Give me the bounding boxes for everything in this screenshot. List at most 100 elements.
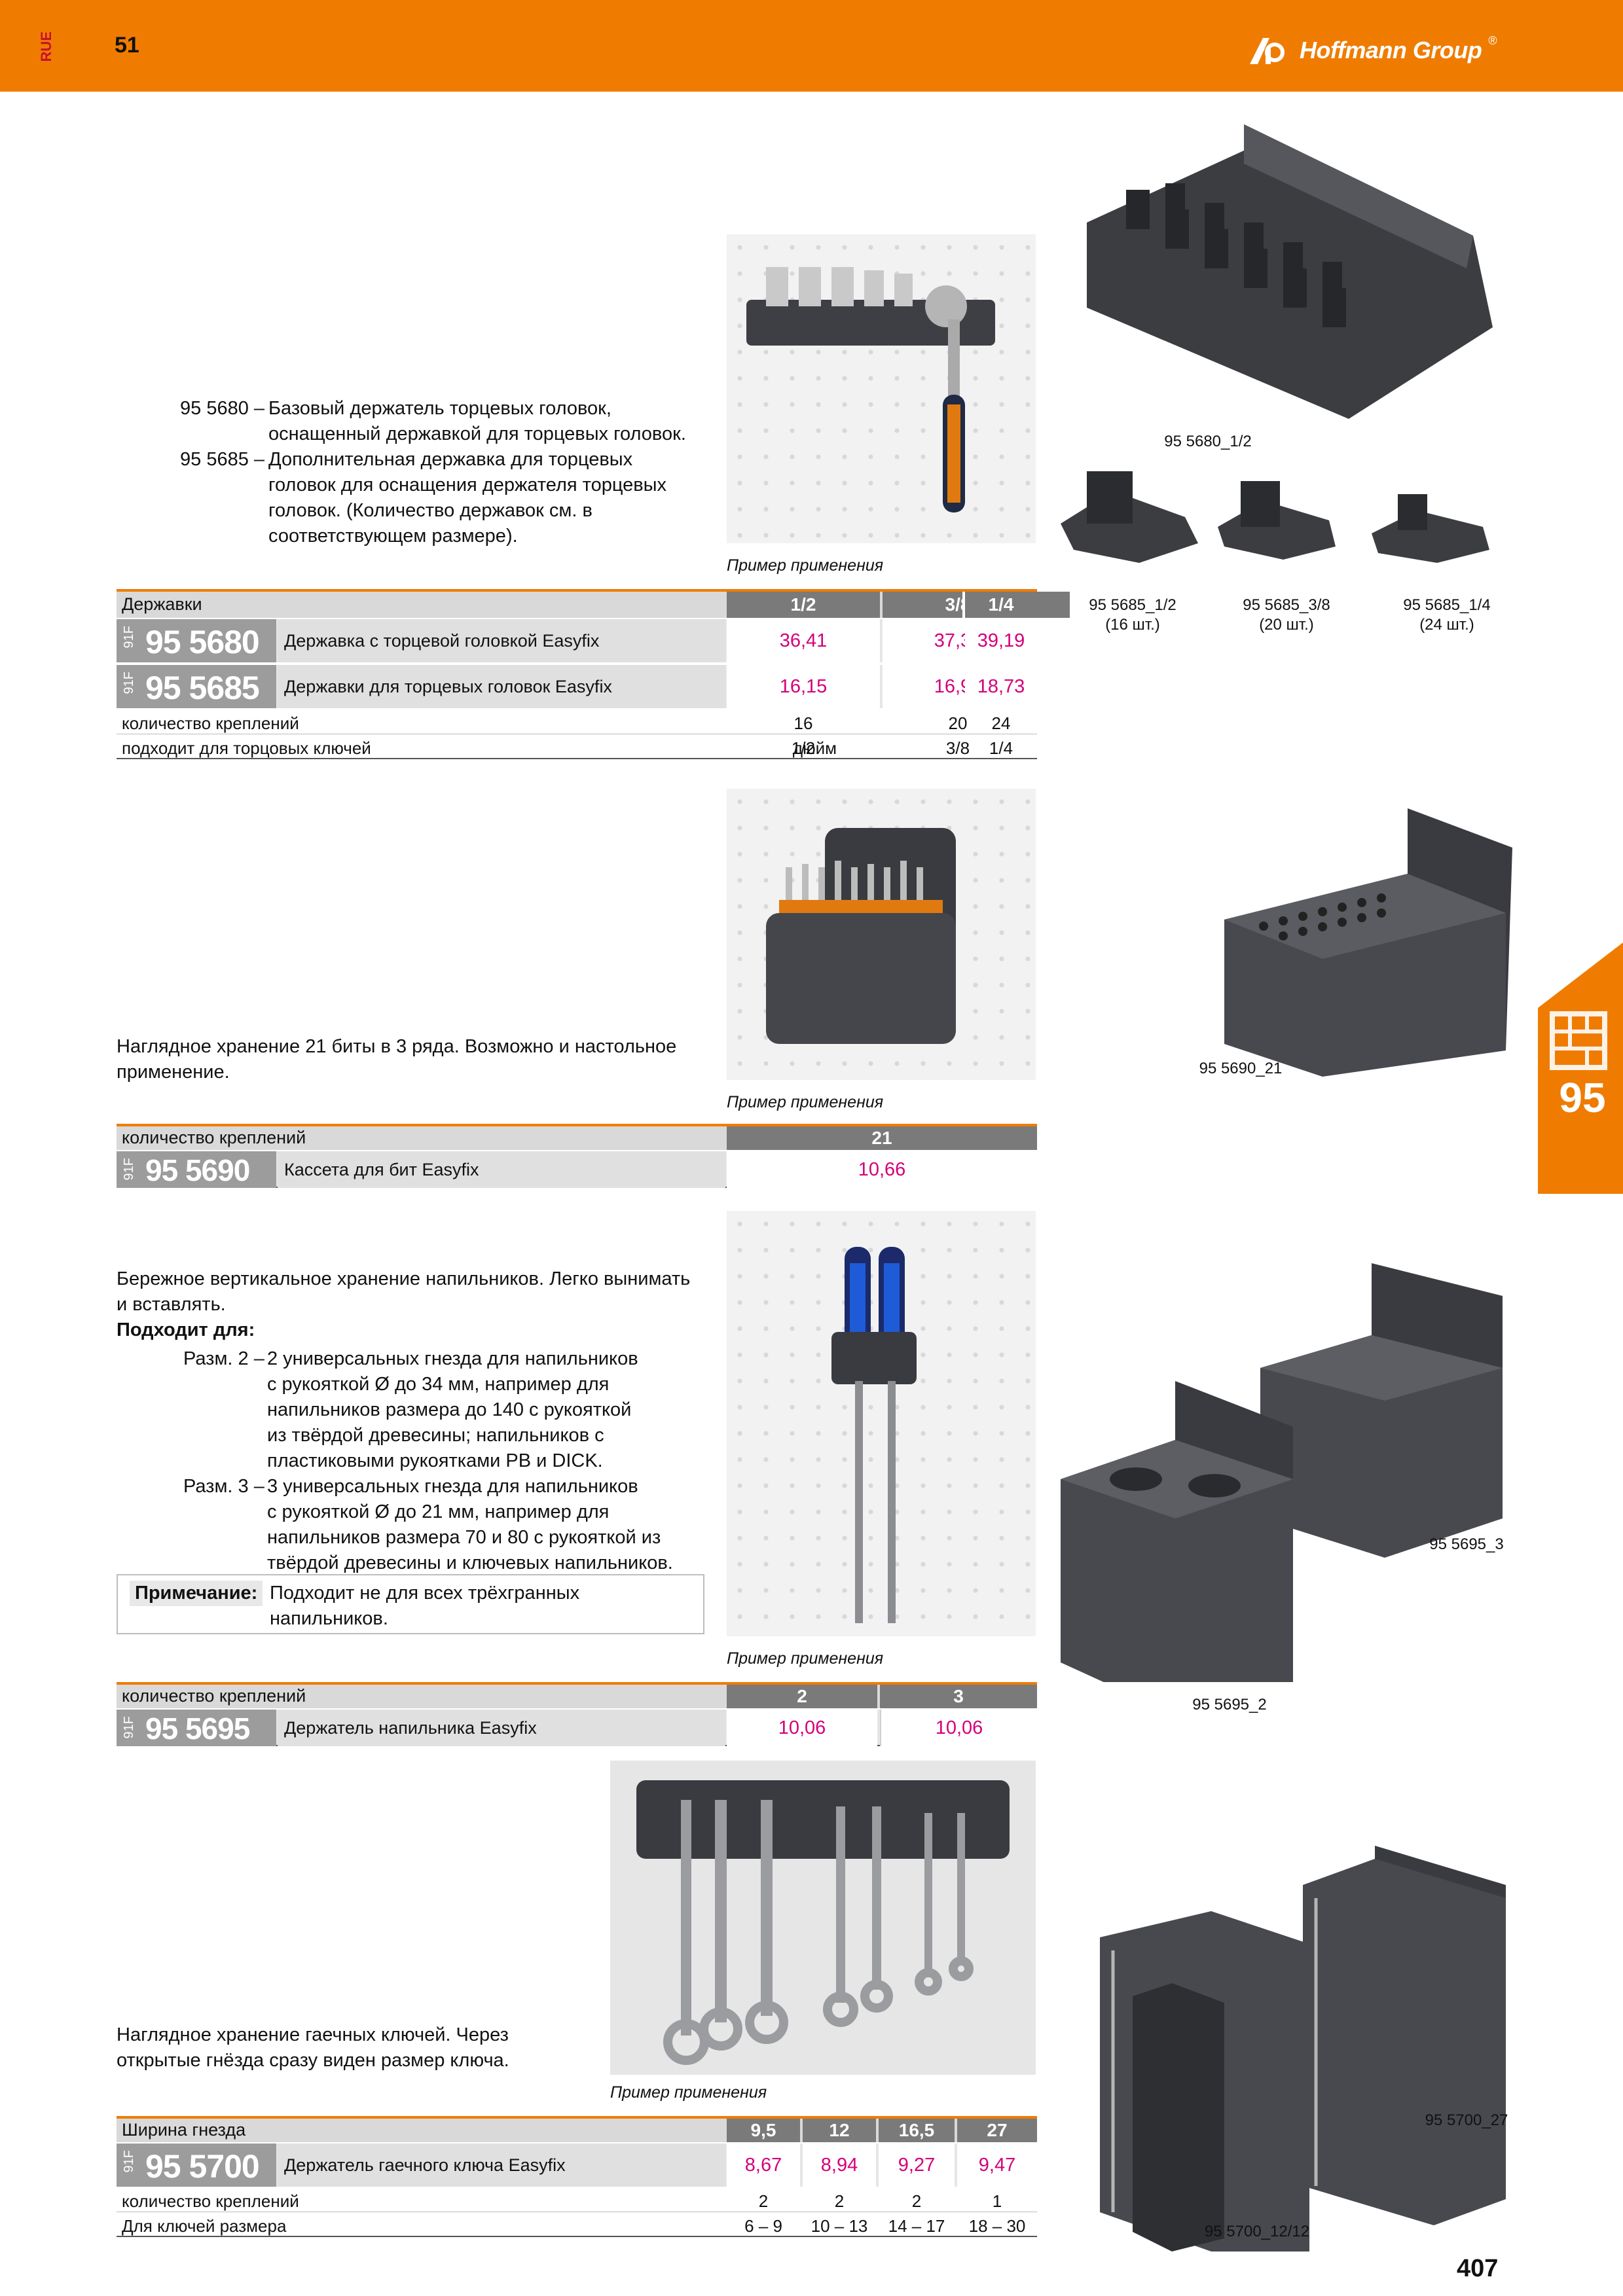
- article-code-badge: 91F 95 5685: [117, 665, 276, 708]
- product-row-95-5700[interactable]: 91F 95 5700 Держатель гаечного ключа Eas…: [117, 2144, 1037, 2187]
- product-row-95-5685[interactable]: 91F 95 5685 Державки для торцевых голово…: [117, 665, 1037, 708]
- row-label: количество креплений: [122, 2191, 299, 2211]
- row-value: 18 – 30: [968, 2216, 1026, 2236]
- price-cell: 36,41: [727, 619, 880, 662]
- item-text: головок для оснащения держателя торцевых: [268, 475, 667, 495]
- row-value: 16: [793, 713, 813, 733]
- group-code: 91F: [122, 626, 136, 649]
- table-info-row: Для ключей размера 6 – 9 10 – 13 14 – 17…: [117, 2215, 1037, 2237]
- product-image-95-5700: [1093, 1833, 1519, 2251]
- price-cell: 8,94: [803, 2144, 876, 2187]
- logo-trademark: ®: [1488, 34, 1497, 47]
- column-header: 2: [727, 1685, 877, 1708]
- price-cell: 8,67: [727, 2144, 800, 2187]
- product-row-95-5690[interactable]: 91F 95 5690 Кассета для бит Easyfix 10,6…: [117, 1151, 1037, 1188]
- price-cell: 18,73: [965, 665, 1037, 708]
- price-cell: 9,47: [957, 2144, 1037, 2187]
- table-header-label: Ширина гнезда: [122, 2120, 246, 2140]
- table-info-row: количество креплений 2 2 2 1: [117, 2190, 1037, 2212]
- column-header: 1/4: [962, 592, 1037, 618]
- row-label: Для ключей размера: [122, 2216, 287, 2236]
- article-number: 95 5695: [145, 1712, 250, 1746]
- article-code-badge: 91F 95 5680: [117, 619, 276, 662]
- image-label: 95 5700_12/12: [1204, 2223, 1310, 2240]
- product-name: Держатель гаечного ключа Easyfix: [278, 2144, 725, 2187]
- row-value: 2: [834, 2191, 845, 2211]
- table1-header-row: Державки дюйм 1/2 3/8: [117, 589, 1037, 618]
- logo-text: Hoffmann Group: [1300, 37, 1482, 63]
- group-code: 91F: [122, 2150, 136, 2173]
- product-image-95-5695: [1057, 1257, 1516, 1715]
- item-code: 95 5680 –: [180, 398, 265, 419]
- price-cell: 10,06: [880, 1710, 1037, 1746]
- product-image-95-5685-3-8: [1211, 475, 1342, 566]
- row-value: 2: [911, 2191, 922, 2211]
- product-image-95-5685-1-2: [1054, 465, 1205, 569]
- table-header-label: количество креплений: [122, 1686, 306, 1706]
- section2-description: Наглядное хранение 21 биты в 3 ряда. Воз…: [117, 1036, 677, 1083]
- product-image-95-5680: [1074, 111, 1506, 425]
- hoffmann-logo-icon: [1250, 38, 1285, 64]
- group-code: 91F: [122, 672, 136, 694]
- image-label: 95 5695_3: [1429, 1535, 1504, 1553]
- article-code-badge: 91F 95 5700: [117, 2144, 276, 2187]
- image-label: 95 5685_1/4(24 шт.): [1403, 596, 1491, 634]
- group-code: 91F: [122, 1158, 136, 1181]
- image-label: 95 5685_3/8(20 шт.): [1243, 596, 1330, 634]
- product-image-95-5685-1-4: [1365, 488, 1496, 566]
- product-row-95-5680[interactable]: 91F 95 5680 Державка с торцевой головкой…: [117, 619, 1037, 662]
- price-cell: 39,19: [965, 619, 1037, 662]
- table-header-label: количество креплений: [122, 1128, 306, 1147]
- row-value: 2: [758, 2191, 769, 2211]
- row-unit: дюйм: [792, 738, 837, 758]
- row-label: количество креплений: [122, 713, 299, 733]
- row-value: 3/8: [945, 738, 970, 758]
- photo-caption: Пример применения: [727, 1649, 884, 1668]
- product-image-95-5690: [1218, 802, 1519, 1077]
- product-name: Держатель напильника Easyfix: [278, 1710, 725, 1746]
- table3-header-row: количество креплений 2 3: [117, 1682, 1037, 1708]
- column-header: 12: [803, 2119, 876, 2142]
- article-number: 95 5690: [145, 1153, 250, 1187]
- item-text: головок. (Количество державок см. в: [268, 500, 593, 521]
- product-row-95-5695[interactable]: 91F 95 5695 Держатель напильника Easyfix…: [117, 1710, 1037, 1746]
- page-number: 407: [1457, 2255, 1499, 2282]
- image-label: 95 5695_2: [1192, 1696, 1267, 1713]
- row-value: 6 – 9: [744, 2216, 782, 2236]
- image-label: 95 5700_27: [1425, 2111, 1508, 2129]
- group-code: 91F: [122, 1716, 136, 1739]
- row-value: 1/2: [791, 738, 816, 758]
- column-header: 3: [880, 1685, 1037, 1708]
- table2-header-row: количество креплений 21: [117, 1124, 1037, 1150]
- row-value: 10 – 13: [811, 2216, 868, 2236]
- price-cell: 9,27: [879, 2144, 955, 2187]
- item-text: оснащенный державкой для торцевых голово…: [268, 423, 686, 444]
- article-code-badge: 91F 95 5690: [117, 1151, 276, 1188]
- application-photo-bit-cassette: [727, 789, 1036, 1080]
- row-value: 1/4: [989, 738, 1013, 758]
- chapter-side-tab[interactable]: [1538, 942, 1623, 1194]
- table4-header-row: Ширина гнезда мм 9,5 12 16,5 27: [117, 2116, 1037, 2142]
- catalog-page-number: 51: [115, 33, 139, 58]
- header-bar: [0, 0, 1623, 92]
- hoffmann-logo[interactable]: Hoffmann Group ®: [1247, 34, 1497, 67]
- column-header: 27: [957, 2119, 1037, 2142]
- column-header: 9,5: [727, 2119, 800, 2142]
- section4-description: Наглядное хранение гаечных ключей. Через…: [117, 2024, 509, 2071]
- row-value: 20: [948, 713, 968, 733]
- application-photo-file-holder: [727, 1211, 1036, 1636]
- photo-caption: Пример применения: [727, 556, 884, 575]
- item-text: Дополнительная державка для торцевых: [268, 449, 633, 470]
- product-name: Державки для торцевых головок Easyfix: [278, 665, 725, 708]
- price-cell: 10,66: [727, 1151, 1037, 1188]
- image-label: 95 5685_1/2(16 шт.): [1089, 596, 1176, 634]
- column-header: 16,5: [879, 2119, 955, 2142]
- section3-description: Бережное вертикальное хранение напильник…: [117, 1268, 691, 1340]
- article-number: 95 5700: [145, 2148, 260, 2185]
- item-text: Базовый держатель торцевых головок,: [268, 398, 611, 419]
- article-number: 95 5680: [145, 624, 260, 660]
- row-label: подходит для торцовых ключей: [122, 738, 371, 758]
- chapter-number: 95: [1559, 1074, 1606, 1121]
- image-label: 95 5680_1/2: [1164, 433, 1252, 450]
- table-info-row: подходит для торцовых ключей дюйм 1/2 3/…: [117, 737, 1037, 759]
